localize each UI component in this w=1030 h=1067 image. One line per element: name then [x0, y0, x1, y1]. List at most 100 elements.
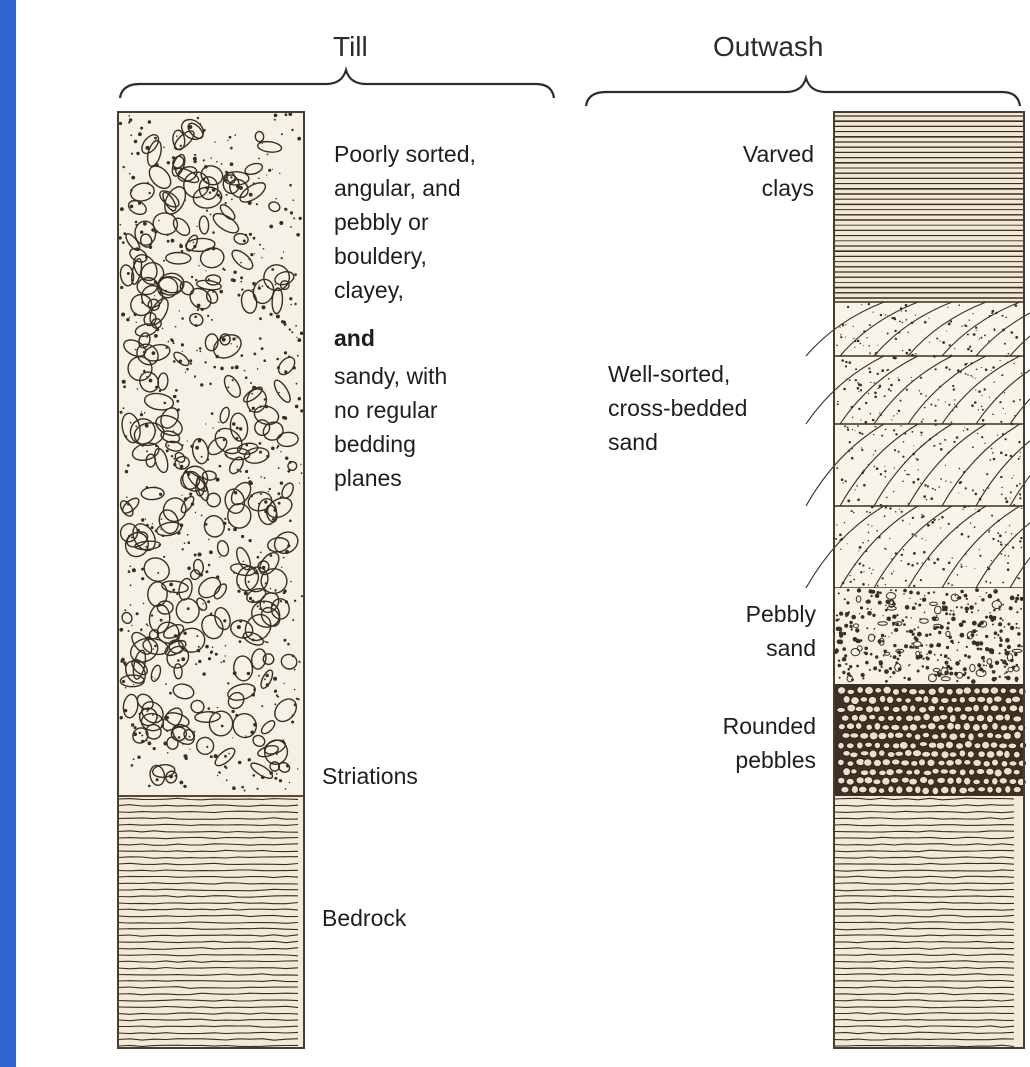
- sand-grain-mark: [894, 468, 895, 469]
- sand-grain-mark: [220, 367, 224, 371]
- sand-grain-mark: [123, 166, 125, 168]
- cross-bedded-sand-layer: [834, 302, 1024, 588]
- sand-grain-mark: [233, 671, 237, 675]
- sand-grain-mark: [169, 583, 173, 587]
- sand-grain-mark: [866, 550, 868, 552]
- sand-grain-mark: [858, 383, 861, 386]
- sand-grain-mark: [880, 473, 882, 475]
- sand-grain-mark: [284, 416, 288, 420]
- sand-grain-mark: [880, 414, 882, 416]
- rounded-pebble-mark: [843, 768, 851, 776]
- rounded-pebble-mark: [927, 759, 935, 766]
- sand-grain-mark: [296, 383, 298, 385]
- sand-grain-mark: [293, 217, 295, 219]
- sand-grain-mark: [948, 583, 950, 585]
- sand-grain-mark: [937, 558, 940, 561]
- sand-grain-mark: [179, 463, 180, 464]
- rounded-pebble-mark: [879, 750, 885, 756]
- sand-grain-mark: [269, 488, 271, 490]
- sand-grain-mark: [868, 303, 870, 305]
- sand-grain-mark: [871, 526, 872, 527]
- sand-grain-mark: [255, 571, 258, 574]
- sand-grain-mark: [173, 395, 177, 399]
- sand-grain-mark: [898, 332, 900, 334]
- rounded-pebble-mark: [873, 779, 881, 785]
- sand-grain-mark: [971, 611, 973, 613]
- rounded-pebble-mark: [920, 777, 928, 784]
- sand-grain-mark: [260, 493, 262, 495]
- sand-grain-mark: [181, 495, 182, 496]
- sand-grain-mark: [257, 556, 260, 559]
- sand-grain-mark: [291, 129, 293, 131]
- sand-grain-mark: [275, 589, 277, 591]
- sand-grain-mark: [926, 666, 930, 670]
- sand-grain-mark: [920, 579, 922, 581]
- sand-grain-mark: [1002, 582, 1004, 584]
- rounded-pebble-mark: [887, 732, 894, 739]
- rounded-pebble-mark: [915, 786, 921, 794]
- sand-grain-mark: [184, 497, 188, 501]
- rounded-pebble-mark: [891, 724, 900, 730]
- sand-grain-mark: [1019, 483, 1021, 485]
- rounded-pebble-mark: [906, 786, 914, 793]
- sand-grain-mark: [861, 615, 865, 619]
- sand-grain-mark: [918, 654, 923, 659]
- sand-grain-mark: [171, 239, 175, 243]
- sand-grain-mark: [194, 154, 196, 156]
- sand-grain-mark: [126, 318, 129, 321]
- sand-grain-mark: [210, 613, 213, 616]
- rounded-pebble-mark: [851, 786, 858, 794]
- sand-grain-mark: [228, 753, 230, 755]
- sand-grain-mark: [993, 458, 996, 461]
- sand-grain-mark: [889, 538, 890, 539]
- sand-grain-mark: [874, 396, 877, 399]
- sand-grain-mark: [198, 660, 201, 663]
- sand-grain-mark: [992, 414, 993, 415]
- sand-grain-mark: [195, 446, 199, 450]
- sand-grain-mark: [913, 552, 916, 555]
- sand-grain-mark: [210, 214, 212, 216]
- sand-grain-mark: [868, 584, 869, 585]
- rounded-pebble-mark: [866, 724, 872, 730]
- sand-grain-mark: [842, 671, 845, 674]
- sand-grain-mark: [208, 278, 210, 280]
- sand-grain-mark: [995, 661, 999, 665]
- sand-grain-mark: [294, 600, 296, 602]
- sand-grain-mark: [134, 140, 138, 144]
- sand-grain-mark: [252, 639, 255, 642]
- sand-grain-mark: [276, 753, 278, 755]
- sand-grain-mark: [284, 351, 287, 354]
- sand-grain-mark: [999, 629, 1002, 632]
- rounded-pebble-mark: [959, 787, 968, 794]
- sand-grain-mark: [893, 491, 894, 492]
- sand-grain-mark: [863, 330, 865, 332]
- sand-grain-mark: [841, 538, 844, 541]
- sand-grain-mark: [187, 440, 188, 441]
- sand-grain-mark: [915, 535, 917, 537]
- sand-grain-mark: [978, 663, 981, 666]
- sand-grain-mark: [923, 551, 926, 554]
- sand-grain-mark: [1007, 623, 1010, 626]
- sand-grain-mark: [871, 506, 874, 509]
- rounded-pebble-mark: [838, 759, 845, 765]
- sand-grain-mark: [1012, 546, 1014, 548]
- sand-grain-mark: [861, 433, 863, 435]
- sand-grain-mark: [991, 310, 994, 313]
- rounded-pebble-mark: [938, 725, 945, 731]
- sand-grain-mark: [1016, 611, 1018, 613]
- sand-grain-mark: [129, 173, 131, 175]
- sand-grain-mark: [146, 524, 149, 527]
- sand-grain-mark: [868, 540, 869, 541]
- sand-grain-mark: [855, 639, 859, 643]
- rounded-pebble-mark: [973, 759, 982, 766]
- sand-grain-mark: [145, 424, 149, 428]
- rounded-pebble-mark: [922, 787, 930, 794]
- sand-grain-mark: [296, 337, 297, 338]
- sand-grain-mark: [945, 401, 946, 402]
- sand-grain-mark: [993, 328, 995, 330]
- sand-grain-mark: [258, 675, 260, 677]
- sand-grain-mark: [1000, 360, 1001, 361]
- rounded-pebble-mark: [847, 689, 855, 694]
- sand-grain-mark: [122, 241, 125, 244]
- sand-grain-mark: [859, 613, 860, 614]
